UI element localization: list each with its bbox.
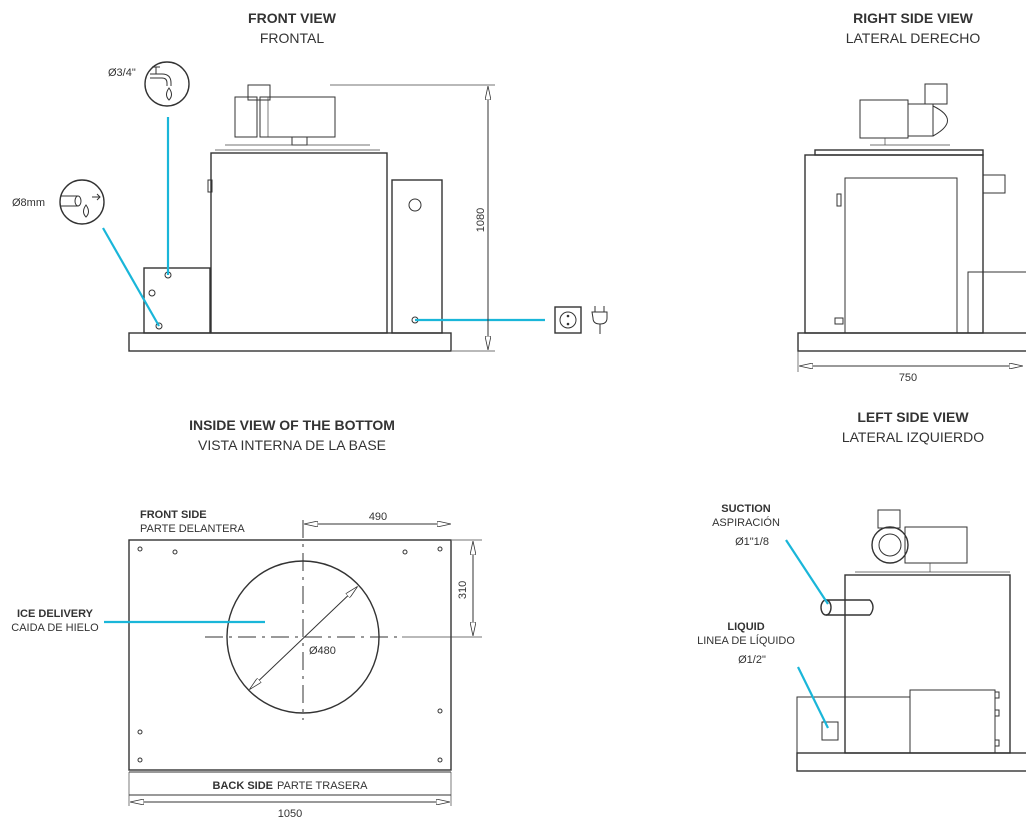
front-view: FRONT VIEW FRONTAL xyxy=(12,10,608,352)
left-view-title: LEFT SIDE VIEW xyxy=(857,409,969,425)
suction-pipe xyxy=(820,599,874,616)
front-view-title: FRONT VIEW xyxy=(248,10,337,26)
front-main-body xyxy=(210,152,388,334)
height-dimension: 1080 xyxy=(475,208,487,232)
water-inlet-label: Ø3/4" xyxy=(108,67,136,79)
liquid-connection xyxy=(821,721,839,741)
front-view-subtitle: FRONTAL xyxy=(260,30,325,46)
drain-pipe-icon xyxy=(59,179,105,225)
right-view-title: RIGHT SIDE VIEW xyxy=(853,10,974,26)
dim-490: 490 xyxy=(369,511,387,523)
left-main-body xyxy=(844,574,1011,754)
left-view-subtitle: LATERAL IZQUIERDO xyxy=(842,429,984,445)
front-side-label: FRONT SIDE xyxy=(140,509,207,521)
right-main-body xyxy=(804,154,984,334)
right-base xyxy=(797,332,1026,352)
right-view-subtitle: LATERAL DERECHO xyxy=(846,30,981,46)
right-motor xyxy=(859,83,950,146)
front-water-box xyxy=(143,267,211,334)
ice-delivery-sub: CAIDA DE HIELO xyxy=(11,622,99,634)
drain-label: Ø8mm xyxy=(12,197,45,209)
suction-line xyxy=(785,539,829,605)
bottom-plate xyxy=(128,539,452,771)
suction-label: SUCTION xyxy=(721,503,771,515)
dim-310: 310 xyxy=(457,581,469,599)
left-base xyxy=(796,752,1026,772)
ice-delivery-label: ICE DELIVERY xyxy=(17,608,94,620)
water-tap-icon xyxy=(144,61,190,107)
left-motor xyxy=(855,509,1010,573)
dim-1050: 1050 xyxy=(278,808,302,820)
right-side-view: RIGHT SIDE VIEW LATERAL DERECHO 750 xyxy=(797,10,1026,384)
liquid-line xyxy=(797,666,829,729)
liquid-size: Ø1/2" xyxy=(738,654,766,666)
back-side-sub: PARTE TRASERA xyxy=(277,780,368,792)
drain-line xyxy=(102,227,160,327)
back-side-label: BACK SIDE xyxy=(213,780,274,792)
suction-sub: ASPIRACIÓN xyxy=(712,516,780,529)
plug-icon xyxy=(591,306,608,334)
bottom-view-title: INSIDE VIEW OF THE BOTTOM xyxy=(189,417,395,433)
width-dimension: 750 xyxy=(899,372,917,384)
liquid-sub: LINEA DE LÍQUIDO xyxy=(697,634,795,647)
front-side-sub: PARTE DELANTERA xyxy=(140,523,245,535)
left-side-view: LEFT SIDE VIEW LATERAL IZQUIERDO SUCTI xyxy=(697,409,1026,772)
suction-size: Ø1"1/8 xyxy=(735,536,769,548)
front-base xyxy=(128,332,452,352)
bottom-view-subtitle: VISTA INTERNA DE LA BASE xyxy=(198,437,386,453)
bottom-view: INSIDE VIEW OF THE BOTTOM VISTA INTERNA … xyxy=(11,417,482,820)
front-motor xyxy=(215,84,380,151)
diameter-dimension: Ø480 xyxy=(309,645,336,657)
liquid-label: LIQUID xyxy=(727,621,764,633)
mounting-holes xyxy=(137,546,443,763)
power-socket-icon xyxy=(554,306,582,334)
front-electrical-box xyxy=(391,179,443,334)
